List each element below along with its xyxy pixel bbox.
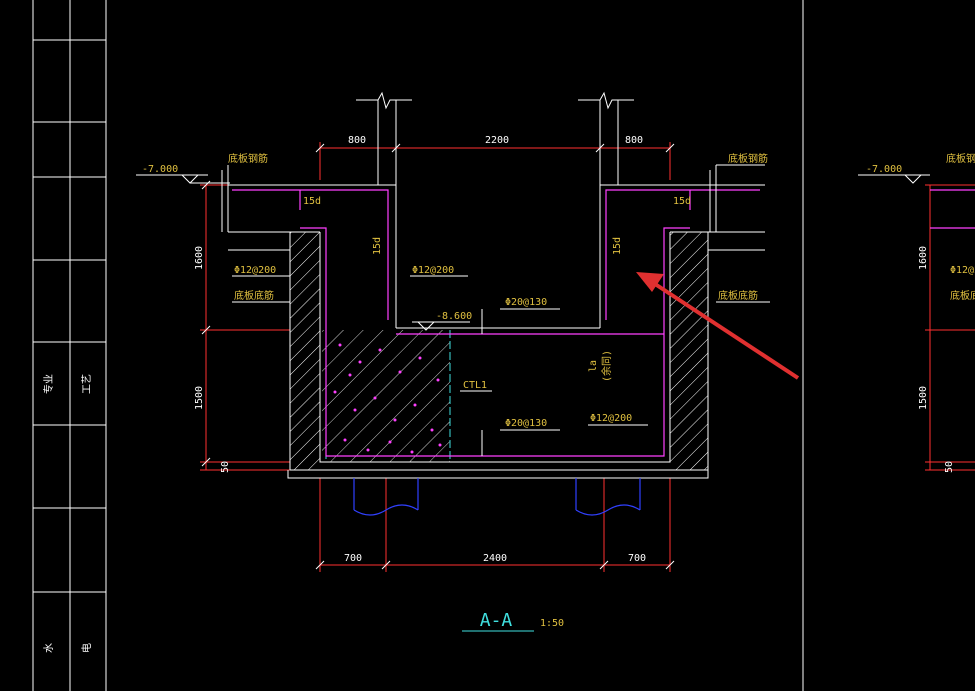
elevation-pit: -8.600 — [412, 311, 472, 331]
label-la-note: (余同) — [600, 350, 613, 382]
label-phi12-200-right: Φ12@200 — [590, 413, 632, 424]
label-bottom-slab-rebar-left: 底板钢筋 — [228, 152, 268, 165]
annotation-leaders — [221, 164, 770, 456]
label-15d-vert-right: 15d — [612, 237, 623, 255]
label-ctl1: CTL1 — [463, 380, 487, 391]
dim-bottom-right: 700 — [628, 553, 646, 564]
label-phi12-200-mid: Φ12@200 — [412, 265, 454, 276]
dim-bottom-mid: 2400 — [483, 553, 507, 564]
dim-top-right: 800 — [625, 135, 643, 146]
label-phi12-200-left: Φ12@200 — [234, 265, 276, 276]
section-scale: 1:50 — [540, 618, 564, 629]
dim-top-mid: 2200 — [485, 135, 509, 146]
title-block-label-process: 工艺 — [81, 374, 93, 394]
dim-vert-upper-right: 1600 — [918, 246, 929, 270]
dim-top-left: 800 — [348, 135, 366, 146]
label-15d-left: 15d — [303, 196, 321, 207]
rebar-lines — [232, 189, 975, 457]
label-phi12-200-far: Φ12@200 — [950, 265, 975, 276]
title-block: 专业 工艺 水 电 — [32, 0, 107, 691]
concrete-infill — [322, 330, 451, 462]
label-phi20-130-bottom: Φ20@130 — [505, 418, 547, 429]
label-bottom-slab-rebar-right: 底板钢筋 — [728, 152, 768, 165]
red-annotation-arrow — [636, 272, 800, 380]
wall-hatch-right — [670, 232, 708, 470]
section-title-block: A-A 1:50 — [462, 610, 564, 632]
piles — [353, 478, 641, 516]
dim-vert-upper: 1600 — [194, 246, 205, 270]
dim-vert-lower: 1500 — [194, 386, 205, 410]
title-block-label-electric: 电 — [80, 643, 93, 653]
dim-vert-lower-right: 1500 — [918, 386, 929, 410]
elevation-pit-label: -8.600 — [436, 311, 472, 322]
elevation-top: -7.000 — [136, 164, 230, 184]
wall-hatch-left — [290, 232, 320, 470]
label-la: la — [588, 360, 599, 372]
label-bottom-slab-bottom-far: 底板底筋 — [950, 289, 975, 302]
elevation-top-label: -7.000 — [142, 164, 178, 175]
label-15d-vert-left: 15d — [372, 237, 383, 255]
label-bottom-slab-rebar-far: 底板钢筋 — [946, 152, 975, 165]
title-block-label-water: 水 — [43, 643, 55, 653]
elevation-top-right-label: -7.000 — [866, 164, 902, 175]
label-bottom-slab-bottom-right: 底板底筋 — [718, 289, 758, 302]
label-phi20-130-top: Φ20@130 — [505, 297, 547, 308]
label-bottom-slab-bottom-left: 底板底筋 — [234, 289, 274, 302]
dim-vert-base: 50 — [220, 461, 231, 473]
elevation-top-right: -7.000 — [858, 164, 930, 184]
label-15d-right: 15d — [673, 196, 691, 207]
title-block-label-discipline: 专业 — [42, 374, 55, 394]
section-title: A-A — [480, 610, 513, 631]
dim-bottom-left: 700 — [344, 553, 362, 564]
dim-vert-base-right: 50 — [944, 461, 955, 473]
